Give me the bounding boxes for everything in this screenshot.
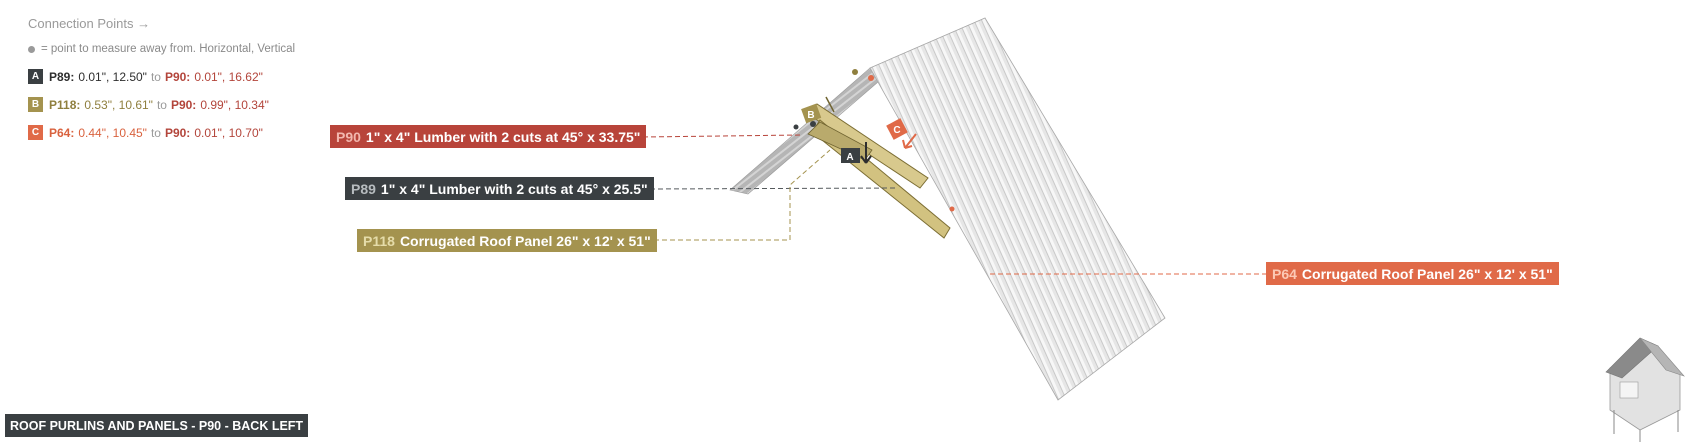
connection-from-part: P64: xyxy=(49,125,75,140)
legend-title: Connection Points → xyxy=(28,16,151,31)
connection-from-values: 0.53", 10.61" xyxy=(84,97,153,112)
leader-line-p89 xyxy=(649,187,896,190)
legend-note-text: = point to measure away from. Horizontal… xyxy=(41,43,296,55)
connection-points-legend: Connection Points → = point to measure a… xyxy=(28,16,295,55)
connection-to-part: P90: xyxy=(164,69,191,84)
part-id: P64 xyxy=(1272,265,1297,282)
marker-b-label: B xyxy=(807,110,814,121)
part-label-p90: P90 1" x 4" Lumber with 2 cuts at 45° x … xyxy=(330,125,647,148)
connection-to-values: 0.01", 10.70" xyxy=(194,125,263,140)
connection-to-word: to xyxy=(156,97,167,112)
part-description: Corrugated Roof Panel 26" x 12' x 51" xyxy=(1301,265,1553,282)
connection-to-word: to xyxy=(150,69,161,84)
connection-badge-c: C xyxy=(28,125,43,140)
connection-point-dot xyxy=(949,206,955,212)
connection-point-dot xyxy=(852,69,858,75)
connection-to-part: P90: xyxy=(170,97,197,112)
connection-badge-a: A xyxy=(28,69,43,84)
connection-point-dot xyxy=(793,124,799,130)
part-label-p89: P89 1" x 4" Lumber with 2 cuts at 45° x … xyxy=(345,177,654,200)
connection-point-dot xyxy=(868,75,874,81)
connection-from-part: P89: xyxy=(49,69,75,84)
part-id: P89 xyxy=(351,180,376,197)
connection-point-dot xyxy=(810,121,816,127)
part-description: 1" x 4" Lumber with 2 cuts at 45° x 25.5… xyxy=(380,180,648,197)
part-description: Corrugated Roof Panel 26" x 12' x 51" xyxy=(399,232,651,249)
connection-row-a: A P89: 0.01", 12.50" to P90: 0.01", 16.6… xyxy=(28,69,263,84)
leader-line-p90 xyxy=(642,134,801,138)
marker-b: B xyxy=(801,96,835,124)
connection-from-part: P118: xyxy=(49,97,81,112)
connection-to-values: 0.99", 10.34" xyxy=(200,97,269,112)
connection-from-values: 0.01", 12.50" xyxy=(78,69,147,84)
marker-a-label: A xyxy=(846,152,853,163)
view-title: ROOF PURLINS AND PANELS - P90 - BACK LEF… xyxy=(5,414,309,437)
part-label-p64: P64 Corrugated Roof Panel 26" x 12' x 51… xyxy=(1266,262,1559,285)
connection-from-values: 0.44", 10.45" xyxy=(78,125,147,140)
leader-line-p118 xyxy=(654,149,831,241)
connection-badge-b: B xyxy=(28,97,43,112)
connection-to-part: P90: xyxy=(164,125,191,140)
part-label-p118: P118 Corrugated Roof Panel 26" x 12' x 5… xyxy=(357,229,657,252)
part-id: P118 xyxy=(363,232,395,249)
roof-panel-p64 xyxy=(869,17,1166,401)
legend-note: = point to measure away from. Horizontal… xyxy=(28,43,295,55)
connection-row-b: B P118: 0.53", 10.61" to P90: 0.99", 10.… xyxy=(28,97,269,112)
part-description: 1" x 4" Lumber with 2 cuts at 45° x 33.7… xyxy=(365,128,641,145)
connection-row-c: C P64: 0.44", 10.45" to P90: 0.01", 10.7… xyxy=(28,125,263,140)
marker-c-label: C xyxy=(893,125,900,136)
measure-point-dot-icon xyxy=(28,45,35,53)
connection-to-values: 0.01", 16.62" xyxy=(194,69,263,84)
part-id: P90 xyxy=(336,128,361,145)
house-thumbnail xyxy=(1605,337,1685,442)
connection-to-word: to xyxy=(150,125,161,140)
marker-a: A xyxy=(841,142,872,164)
marker-c: C xyxy=(886,118,917,149)
